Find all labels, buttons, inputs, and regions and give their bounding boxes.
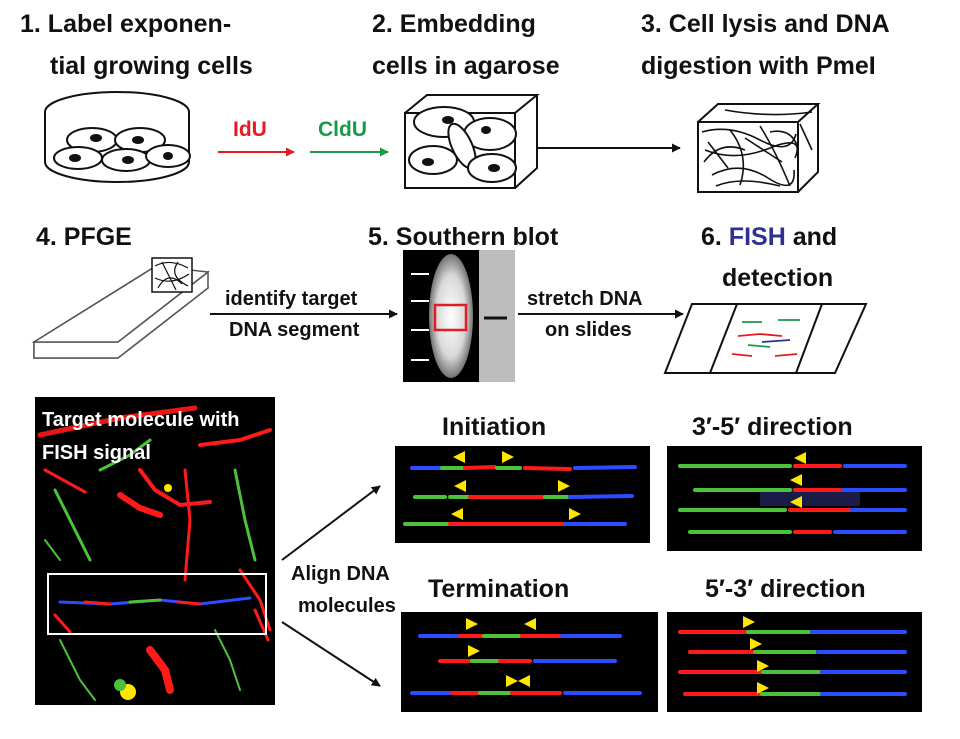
align-label-line-2: molecules (298, 595, 396, 617)
micrograph-caption-line-1: Target molecule with (42, 409, 239, 431)
panel-title-3-5-direction: 3′-5′ direction (692, 413, 853, 441)
align-arrow-down (281, 621, 381, 687)
step-6-title-line-2: detection (722, 264, 833, 292)
idu-label: IdU (233, 118, 267, 141)
step-6-title-rest: and (786, 223, 837, 251)
pfge-gel-icon (31, 257, 210, 359)
step-3-title-line-2: digestion with PmeI (641, 52, 876, 80)
panel-title-5-3-direction: 5′-3′ direction (705, 575, 866, 603)
stretch-label-line-2: on slides (545, 319, 632, 341)
petri-dish-icon (44, 91, 191, 183)
stretch-label-line-1: stretch DNA (527, 288, 643, 310)
align-label-line-1: Align DNA (291, 563, 390, 585)
panel-title-termination: Termination (428, 575, 569, 603)
identify-label-line-1: identify target (225, 288, 358, 310)
identify-label-line-2: DNA segment (229, 319, 360, 341)
step-1-title-line-2: tial growing cells (50, 52, 253, 80)
agarose-plug-icon (404, 94, 540, 189)
step-6-fish-word: FISH (729, 223, 786, 251)
cldu-label: CldU (318, 118, 367, 141)
five-three-direction-panel (667, 612, 922, 712)
step-2-title-line-1: 2. Embedding (372, 10, 536, 38)
step-6-number: 6. (701, 223, 729, 251)
step-2-title-line-2: cells in agarose (372, 52, 560, 80)
termination-panel (401, 612, 658, 712)
align-arrow-up (281, 485, 381, 561)
step-1-title-line-1: 1. Label exponen- (20, 10, 231, 38)
step-6-title: 6. FISH and (701, 223, 837, 251)
panel-title-initiation: Initiation (442, 413, 546, 441)
initiation-panel (395, 446, 650, 543)
three-five-direction-panel (667, 446, 922, 551)
step-4-title: 4. PFGE (36, 223, 132, 251)
fish-micrograph: Target molecule with FISH signal (35, 397, 275, 705)
dna-plug-icon (697, 103, 821, 193)
step-3-title-line-1: 3. Cell lysis and DNA (641, 10, 890, 38)
fish-slide-icon (663, 303, 868, 374)
step-5-title: 5. Southern blot (368, 223, 559, 251)
southern-blot-image (403, 250, 515, 382)
micrograph-caption-line-2: FISH signal (42, 442, 151, 464)
